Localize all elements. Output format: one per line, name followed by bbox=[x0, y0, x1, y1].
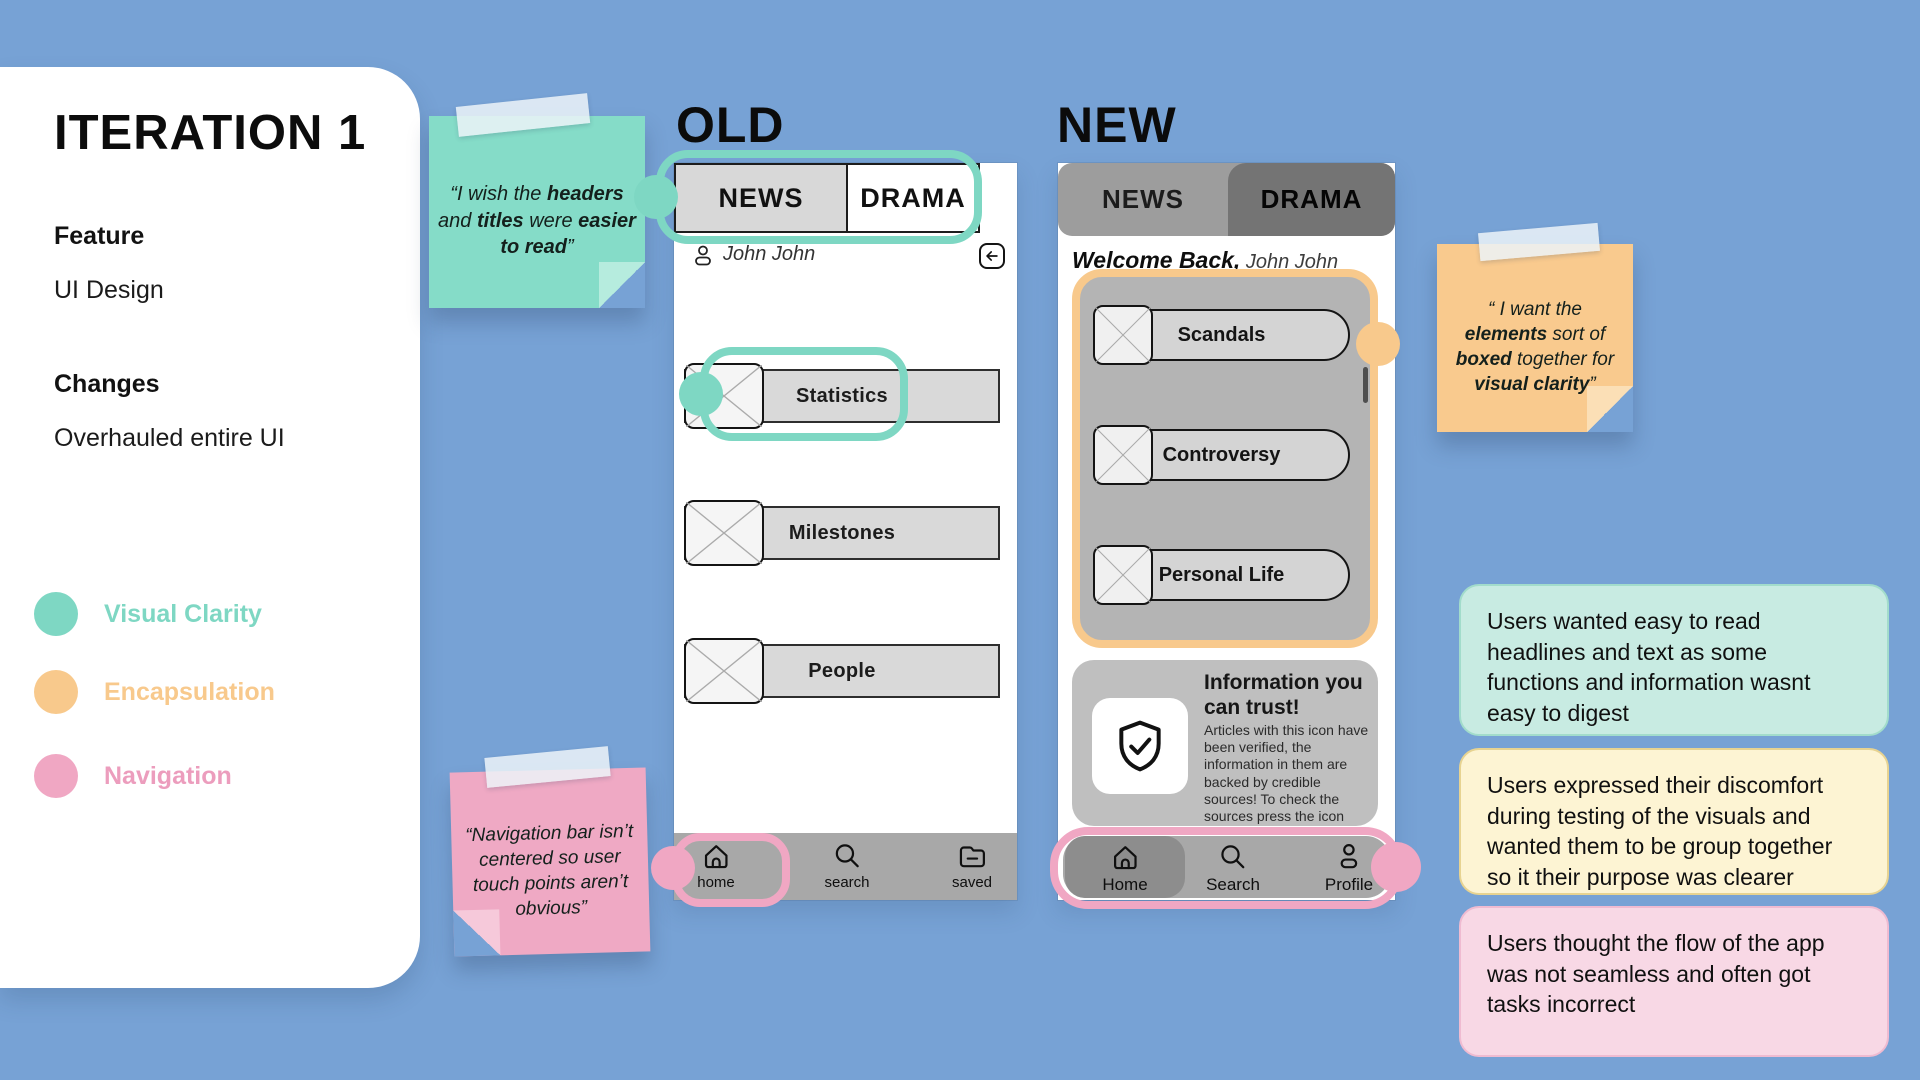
feedback-box-navigation: Users thought the flow of the app was no… bbox=[1459, 906, 1889, 1057]
old-nav-search[interactable]: search bbox=[824, 839, 870, 891]
new-nav-search-label: Search bbox=[1206, 875, 1260, 894]
legend-item-visual-clarity: Visual Clarity bbox=[34, 592, 262, 636]
new-phone-mockup: DRAMA NEWS Welcome Back, John John Scand… bbox=[1058, 163, 1395, 900]
legend-dot-navigation bbox=[34, 754, 78, 798]
new-nav-profile[interactable]: Profile bbox=[1325, 840, 1373, 895]
back-arrow-icon bbox=[986, 251, 998, 261]
old-heading: OLD bbox=[676, 97, 785, 153]
tape bbox=[484, 746, 611, 788]
feature-label: Feature bbox=[54, 222, 145, 250]
new-nav-home-label: Home bbox=[1102, 875, 1148, 894]
legend-item-encapsulation: Encapsulation bbox=[34, 670, 275, 714]
legend-label: Visual Clarity bbox=[104, 599, 262, 628]
search-icon bbox=[835, 844, 859, 868]
new-tab-drama[interactable]: DRAMA bbox=[1228, 163, 1395, 236]
encapsulation-dot-categories bbox=[1356, 322, 1400, 366]
image-placeholder-icon bbox=[1093, 545, 1153, 605]
new-list-item-personal-life[interactable]: Personal Life bbox=[1093, 545, 1350, 605]
folded-corner bbox=[599, 262, 645, 308]
visual-clarity-dot-tabs bbox=[634, 175, 678, 219]
sticky-note-quote: “Navigation bar isn’t centered so user t… bbox=[465, 820, 634, 920]
new-tab-bar: DRAMA NEWS bbox=[1058, 163, 1395, 236]
sticky-note-quote: “I wish the headers and titles were easi… bbox=[438, 183, 636, 259]
sticky-note-quote: “ I want the elements sort of boxed toge… bbox=[1455, 298, 1615, 396]
sticky-note-visual-clarity: “I wish the headers and titles were easi… bbox=[429, 93, 645, 308]
visual-clarity-dot-statistics bbox=[679, 372, 723, 416]
sticky-note-encapsulation: “ I want the elements sort of boxed toge… bbox=[1437, 222, 1633, 432]
tape bbox=[455, 93, 591, 137]
sticky-note-navigation: “Navigation bar isn’t centered so user t… bbox=[449, 746, 651, 957]
old-list-item-milestones[interactable]: Milestones bbox=[684, 500, 1000, 566]
new-bottom-nav: Home Search Profile bbox=[1063, 836, 1390, 898]
left-panel: ITERATION 1 Feature UI Design Changes Ov… bbox=[0, 67, 420, 988]
feature-value: UI Design bbox=[54, 276, 164, 304]
old-nav-home[interactable]: home bbox=[697, 839, 735, 891]
feedback-box-encapsulation: Users expressed their discomfort during … bbox=[1459, 748, 1889, 895]
home-icon bbox=[704, 845, 728, 869]
profile-icon bbox=[1340, 843, 1358, 869]
changes-value: Overhauled entire UI bbox=[54, 424, 285, 452]
saved-folder-icon bbox=[959, 846, 986, 868]
image-placeholder-icon bbox=[684, 638, 764, 704]
legend-label: Navigation bbox=[104, 761, 232, 790]
old-user-row: John John bbox=[692, 243, 815, 266]
folded-corner bbox=[1587, 386, 1633, 432]
old-phone-mockup: NEWS DRAMA John John Statistics Mileston… bbox=[674, 163, 1017, 900]
image-placeholder-icon bbox=[1093, 425, 1153, 485]
old-tab-drama[interactable]: DRAMA bbox=[848, 163, 980, 233]
new-nav-search[interactable]: Search bbox=[1206, 840, 1260, 895]
tape bbox=[1478, 222, 1600, 262]
image-placeholder-icon bbox=[684, 500, 764, 566]
welcome-message: Welcome Back, John John bbox=[1072, 247, 1339, 273]
old-bottom-nav: home search saved bbox=[674, 833, 1017, 900]
legend-label: Encapsulation bbox=[104, 677, 275, 706]
new-list-item-scandals[interactable]: Scandals bbox=[1093, 305, 1350, 365]
new-list-item-controversy[interactable]: Controversy bbox=[1093, 425, 1350, 485]
navigation-dot-old-nav bbox=[651, 846, 695, 890]
old-tab-news[interactable]: NEWS bbox=[674, 163, 848, 233]
old-username: John John bbox=[723, 243, 816, 265]
home-icon bbox=[1113, 846, 1137, 870]
category-group: Scandals Controversy Personal Life bbox=[1072, 269, 1378, 648]
new-nav-home[interactable]: Home bbox=[1102, 840, 1148, 895]
old-nav-home-label: home bbox=[697, 874, 735, 891]
changes-label: Changes bbox=[54, 370, 160, 398]
new-heading: NEW bbox=[1057, 97, 1177, 153]
old-nav-saved[interactable]: saved bbox=[952, 839, 992, 891]
person-icon bbox=[695, 245, 711, 265]
image-placeholder-icon bbox=[1093, 305, 1153, 365]
info-card-body: Articles with this icon have been verifi… bbox=[1204, 722, 1369, 825]
scrollbar[interactable] bbox=[1363, 367, 1368, 403]
verified-badge-tile[interactable] bbox=[1092, 698, 1188, 794]
old-list-item-statistics[interactable]: Statistics bbox=[684, 363, 1000, 429]
navigation-dot-new-nav bbox=[1371, 842, 1421, 892]
page-title: ITERATION 1 bbox=[54, 106, 367, 160]
back-button[interactable] bbox=[979, 243, 1005, 269]
shield-check-icon bbox=[1119, 720, 1161, 772]
new-tab-news[interactable]: NEWS bbox=[1102, 184, 1184, 214]
old-nav-search-label: search bbox=[824, 874, 870, 891]
legend-item-navigation: Navigation bbox=[34, 754, 232, 798]
trust-info-card: Information you can trust! Articles with… bbox=[1072, 660, 1378, 826]
search-icon bbox=[1221, 845, 1245, 869]
old-list-item-people[interactable]: People bbox=[684, 638, 1000, 704]
new-nav-profile-label: Profile bbox=[1324, 875, 1374, 894]
old-nav-saved-label: saved bbox=[951, 874, 993, 891]
feedback-box-visual-clarity: Users wanted easy to read headlines and … bbox=[1459, 584, 1889, 736]
info-card-title: Information you can trust! bbox=[1204, 671, 1363, 720]
legend-dot-visual-clarity bbox=[34, 592, 78, 636]
legend-dot-encapsulation bbox=[34, 670, 78, 714]
